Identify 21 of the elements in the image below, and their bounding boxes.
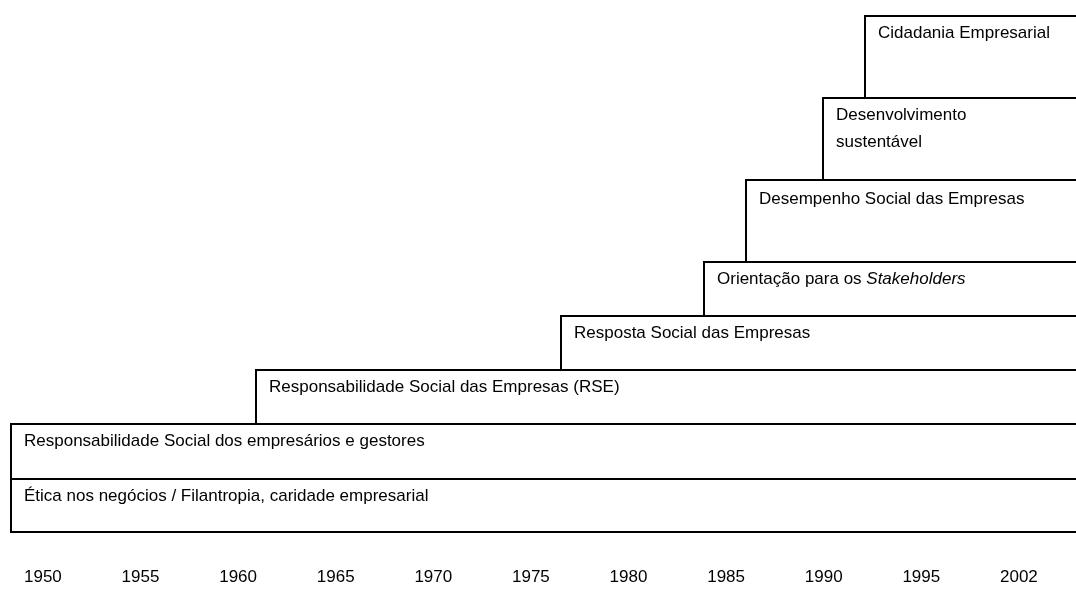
stair-step-box — [864, 15, 1076, 99]
year-label: 1990 — [804, 566, 843, 588]
step-label: Desempenho Social das Empresas — [759, 188, 1026, 210]
year-label: 2002 — [1000, 566, 1038, 588]
step-label: Resposta Social das Empresas — [574, 322, 812, 344]
stair-step-box — [10, 478, 1076, 533]
year-label: 1955 — [121, 566, 160, 588]
step-label: Orientação para os Stakeholders — [717, 268, 967, 290]
year-label: 1975 — [512, 566, 550, 588]
year-label: 1985 — [707, 566, 745, 588]
year-label: 1980 — [609, 566, 648, 588]
year-label: 1965 — [316, 566, 355, 588]
year-label: 1960 — [219, 566, 257, 588]
year-label: 1970 — [414, 566, 453, 588]
step-label: Responsabilidade Social dos empresários e gestores — [24, 430, 426, 452]
step-label: Cidadania Empresarial — [878, 22, 1051, 44]
step-label: Responsabilidade Social das Empresas (RSE) — [269, 376, 621, 398]
year-label: 1950 — [24, 566, 62, 588]
step-label: Desenvolvimento sustentável — [836, 104, 968, 153]
step-label: Ética nos negócios / Filantropia, caridade empresarial — [24, 485, 430, 507]
year-label: 1995 — [902, 566, 941, 588]
